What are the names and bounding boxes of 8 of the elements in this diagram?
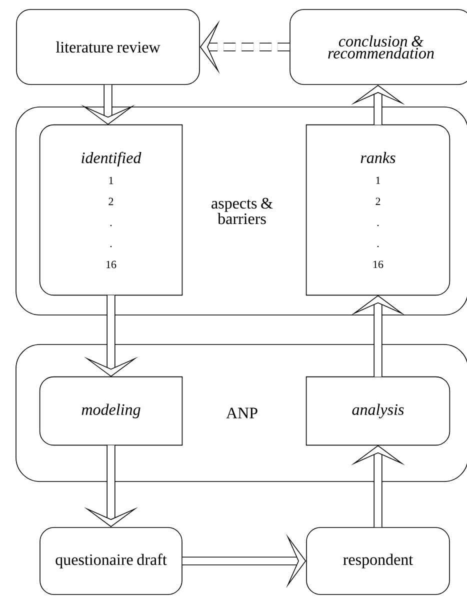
rounded-box: literature review <box>16 9 200 85</box>
rounded-box: questionaire draft <box>40 527 182 595</box>
process-box: ranks 1 2 . . 16 <box>306 124 450 296</box>
process-box: identified 1 2 . . 16 <box>39 124 183 296</box>
process-box: analysis <box>306 376 450 446</box>
rounded-box: respondent <box>306 527 450 595</box>
process-box: modeling <box>39 376 183 446</box>
rounded-box: conclusion & recommendation <box>290 9 467 85</box>
